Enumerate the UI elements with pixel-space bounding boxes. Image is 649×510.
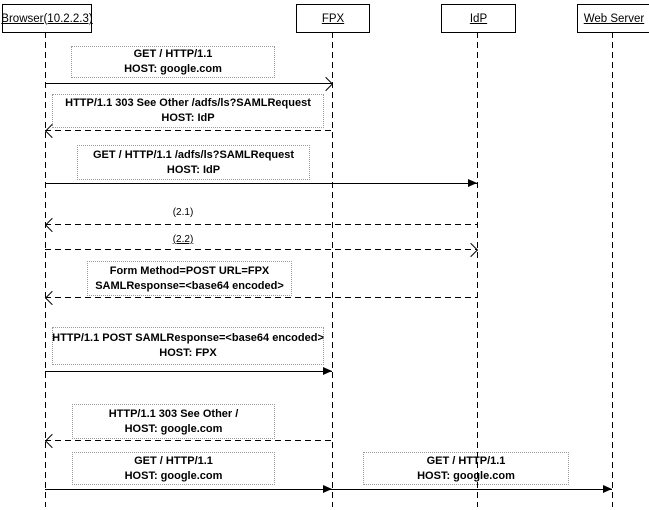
message-label-step-2-1: (2.1) bbox=[172, 207, 194, 218]
lifeline-idp bbox=[477, 32, 478, 507]
arrowhead-filled-right-icon bbox=[468, 179, 477, 187]
message-label-get-samlrequest: GET / HTTP/1.1 /adfs/ls?SAMLRequest HOST… bbox=[77, 145, 310, 180]
arrow-idp-to-browser-2-1 bbox=[45, 224, 477, 225]
arrowhead-open-left-icon bbox=[44, 290, 60, 306]
message-line: GET / HTTP/1.1 /adfs/ls?SAMLRequest bbox=[92, 148, 295, 161]
message-label-form-post: Form Method=POST URL=FPX SAMLResponse=<b… bbox=[87, 261, 292, 296]
message-label-get-google-2: GET / HTTP/1.1 HOST: google.com bbox=[72, 452, 275, 485]
arrowhead-filled-right-icon bbox=[603, 485, 612, 493]
message-line: Form Method=POST URL=FPX bbox=[109, 264, 270, 277]
arrow-fpx-to-browser-303 bbox=[45, 130, 332, 131]
arrowhead-open-right-icon bbox=[463, 242, 479, 258]
message-label-303-samlrequest: HTTP/1.1 303 See Other /adfs/ls?SAMLRequ… bbox=[52, 94, 324, 128]
message-line: HOST: google.com bbox=[124, 422, 223, 435]
message-line: HTTP/1.1 POST SAMLResponse=<base64 encod… bbox=[52, 332, 324, 344]
arrow-browser-to-fpx-get-google bbox=[45, 83, 332, 84]
actor-label-browser: Browser(10.2.2.3) bbox=[1, 12, 93, 25]
arrowhead-open-left-icon bbox=[44, 217, 60, 233]
message-label-step-2-2: (2.2) bbox=[172, 234, 194, 245]
actor-label-webserver: Web Server bbox=[583, 12, 645, 25]
message-line: HOST: google.com bbox=[124, 469, 223, 482]
arrow-browser-to-fpx-post bbox=[45, 371, 332, 372]
arrow-browser-to-fpx-get-final bbox=[45, 489, 332, 490]
lifeline-webserver bbox=[612, 32, 613, 507]
message-line: HOST: IdP bbox=[166, 163, 221, 176]
arrowhead-open-right-icon bbox=[318, 76, 334, 92]
lifeline-browser bbox=[45, 32, 46, 507]
message-label-303-google: HTTP/1.1 303 See Other / HOST: google.co… bbox=[72, 404, 275, 439]
message-line: HTTP/1.1 303 See Other / bbox=[108, 407, 239, 420]
message-label-get-google-3: GET / HTTP/1.1 HOST: google.com bbox=[363, 452, 569, 485]
actor-label-idp: IdP bbox=[469, 12, 488, 25]
message-label-get-google-1: GET / HTTP/1.1 HOST: google.com bbox=[71, 46, 275, 78]
arrow-fpx-to-browser-303-google bbox=[45, 440, 332, 441]
arrow-fpx-to-webserver-get bbox=[332, 489, 612, 490]
arrow-browser-to-idp-get bbox=[45, 183, 477, 184]
arrow-browser-to-idp-2-2 bbox=[45, 249, 477, 250]
arrow-idp-to-browser-form bbox=[45, 297, 477, 298]
message-line: GET / HTTP/1.1 bbox=[134, 454, 213, 467]
actor-box-webserver: Web Server bbox=[577, 4, 649, 33]
message-line: GET / HTTP/1.1 bbox=[426, 454, 506, 467]
actor-label-fpx: FPX bbox=[321, 12, 345, 25]
message-line: GET / HTTP/1.1 bbox=[133, 48, 213, 60]
actor-box-fpx: FPX bbox=[296, 4, 370, 33]
message-line: HOST: FPX bbox=[159, 347, 217, 359]
arrowhead-filled-right-icon bbox=[323, 485, 332, 493]
message-line: HOST: google.com bbox=[124, 63, 222, 75]
arrowhead-open-left-icon bbox=[44, 433, 60, 449]
lifeline-fpx bbox=[332, 32, 333, 507]
message-line: HTTP/1.1 303 See Other /adfs/ls?SAMLRequ… bbox=[65, 97, 311, 109]
message-label-post-samlresponse: HTTP/1.1 POST SAMLResponse=<base64 encod… bbox=[52, 327, 324, 365]
message-line: HOST: IdP bbox=[161, 112, 215, 124]
actor-box-idp: IdP bbox=[441, 4, 516, 33]
message-line: HOST: google.com bbox=[417, 469, 515, 482]
arrowhead-filled-right-icon bbox=[323, 367, 332, 375]
actor-box-browser: Browser(10.2.2.3) bbox=[1, 4, 93, 33]
message-line: SAMLResponse=<base64 encoded> bbox=[95, 279, 284, 292]
